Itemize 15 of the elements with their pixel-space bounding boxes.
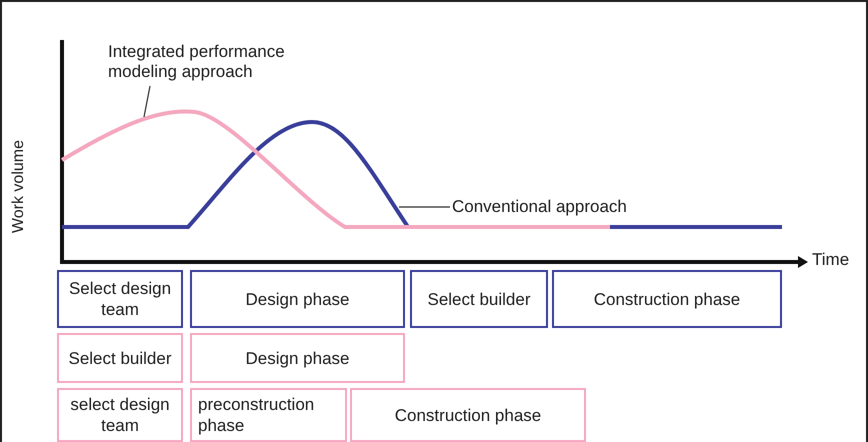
phase-box: Construction phase [552,270,782,328]
phase-box: Select design team [57,270,183,328]
axis-label: Time [812,250,850,270]
curve-label: Integrated performance modeling approach [108,42,328,82]
axis-label: Work volume [10,140,28,234]
phase-box: Select builder [410,270,548,328]
curve-label: Conventional approach [452,197,692,217]
phase-box: select design team [57,388,183,442]
phase-box: preconstruction phase [190,388,347,442]
leader-line [143,86,151,118]
phase-box: Design phase [190,333,405,383]
phase-box: Construction phase [350,388,586,442]
phase-box: Design phase [190,270,405,328]
phase-box: Select builder [57,333,183,383]
leader-line [399,206,450,208]
